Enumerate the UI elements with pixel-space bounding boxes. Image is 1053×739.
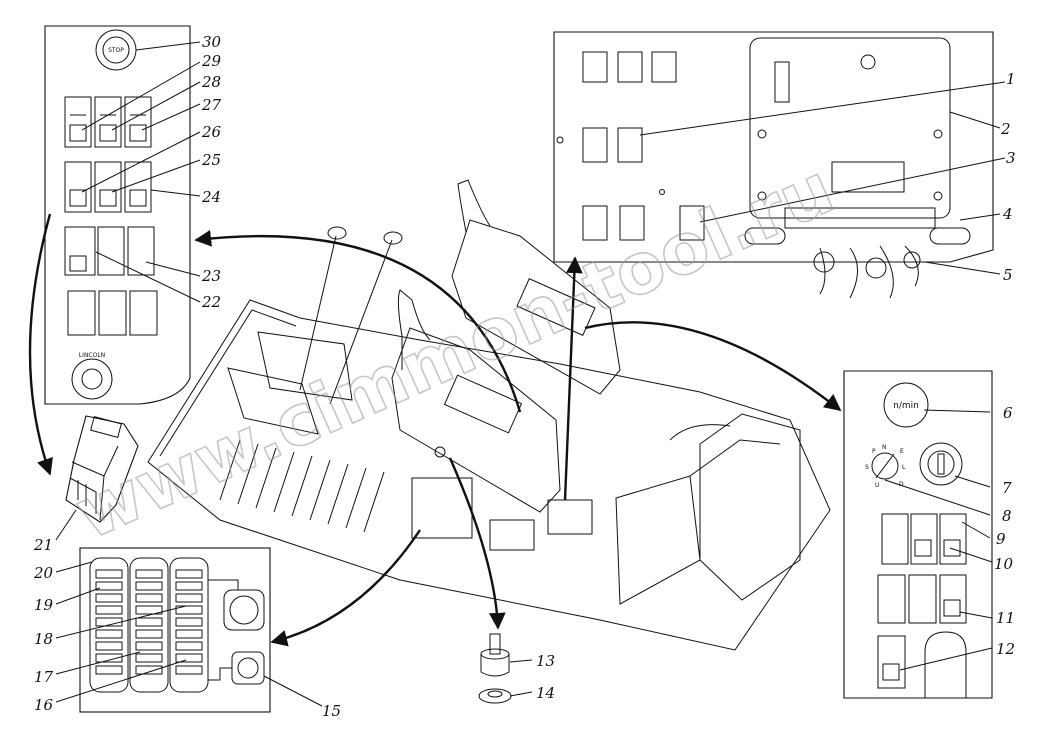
callout-17: 17	[34, 668, 54, 686]
fuse-slot	[95, 653, 123, 663]
selector-s: S	[865, 464, 869, 471]
fuse-slot	[135, 569, 163, 579]
fuse-slot	[95, 593, 123, 603]
floor-rib	[291, 455, 313, 517]
callout-10: 10	[994, 555, 1014, 573]
fuse-slot	[95, 629, 123, 639]
fuse-slot	[135, 617, 163, 627]
left-switch-panel: STOP	[44, 25, 191, 405]
callout-29: 29	[201, 52, 222, 70]
callout-6: 6	[1003, 404, 1013, 422]
callout-11: 11	[996, 609, 1015, 627]
callout-8: 8	[1002, 507, 1012, 525]
floor-rib	[237, 443, 259, 505]
floor-rib	[309, 459, 331, 521]
mount-detail	[478, 633, 512, 704]
floor-rib	[327, 463, 349, 525]
callout-25: 25	[201, 151, 221, 169]
switch-row-1	[64, 96, 152, 148]
callout-7: 7	[1002, 479, 1012, 497]
fuse-slot	[95, 641, 123, 651]
callout-28: 28	[201, 73, 221, 91]
callout-19: 19	[34, 596, 54, 614]
callout-2: 2	[1000, 120, 1011, 138]
callout-22: 22	[201, 293, 221, 311]
fuse-slot	[175, 629, 203, 639]
detail-arrows	[28, 213, 842, 647]
fuse-slot	[175, 665, 203, 675]
callout-15: 15	[322, 702, 341, 720]
fuse-slot	[95, 569, 123, 579]
selector-n: N	[882, 444, 887, 451]
brand-label: LINCOLN	[79, 352, 105, 359]
selector-e: E	[900, 448, 904, 455]
stop-label: STOP	[108, 47, 124, 54]
callout-numbers: 1 2 3 4 5 6 7 8 9 10 11 12 13 14 15 16 1…	[33, 33, 1016, 720]
switch-row-4	[67, 290, 158, 336]
callout-13: 13	[536, 652, 555, 670]
fuse-slot	[175, 605, 203, 615]
callout-5: 5	[1003, 266, 1013, 284]
fuse-slot	[175, 581, 203, 591]
fuse-slot	[135, 665, 163, 675]
callout-24: 24	[201, 188, 221, 206]
selector-l: L	[902, 464, 906, 471]
callout-16: 16	[34, 696, 54, 714]
fuse-slot	[175, 593, 203, 603]
floor-rib	[255, 447, 277, 509]
relay-panel	[553, 31, 994, 299]
callout-9: 9	[996, 530, 1006, 548]
callout-3: 3	[1006, 149, 1016, 167]
fuse-slot	[175, 569, 203, 579]
floor-rib	[363, 471, 385, 533]
callout-12: 12	[996, 640, 1015, 658]
callout-18: 18	[34, 630, 53, 648]
fuse-slot	[95, 605, 123, 615]
switch-detail	[65, 415, 139, 523]
fuse-slot	[135, 593, 163, 603]
selector-d: D	[899, 481, 904, 488]
speed-label: n/min	[893, 401, 919, 411]
callout-21: 21	[33, 536, 53, 554]
floor-rib	[345, 467, 367, 529]
callout-20: 20	[33, 564, 54, 582]
callout-23: 23	[201, 267, 221, 285]
callout-4: 4	[1002, 205, 1013, 223]
callout-1: 1	[1006, 70, 1016, 88]
switch-row-3	[64, 226, 155, 276]
callout-27: 27	[201, 96, 222, 114]
floor-rib	[219, 439, 241, 501]
fuse-slot	[175, 617, 203, 627]
cab-floor-assembly	[147, 179, 831, 651]
fuse-slot	[135, 641, 163, 651]
fuse-slot	[95, 665, 123, 675]
selector-u: U	[875, 482, 879, 489]
right-switch-panel: n/min P N E S L U D	[843, 370, 993, 699]
leader-lines	[55, 41, 1006, 707]
fuse-slot	[135, 581, 163, 591]
callout-26: 26	[201, 123, 222, 141]
floor-rib	[273, 451, 295, 513]
fuse-slot	[175, 641, 203, 651]
fuse-panel	[79, 547, 271, 713]
fuse-slot	[95, 581, 123, 591]
fuse-slot	[135, 629, 163, 639]
fuse-slot	[135, 605, 163, 615]
selector-p: P	[872, 448, 876, 455]
callout-14: 14	[536, 684, 555, 702]
callout-30: 30	[202, 33, 222, 51]
fuse-slot	[135, 653, 163, 663]
fuse-slot	[175, 653, 203, 663]
